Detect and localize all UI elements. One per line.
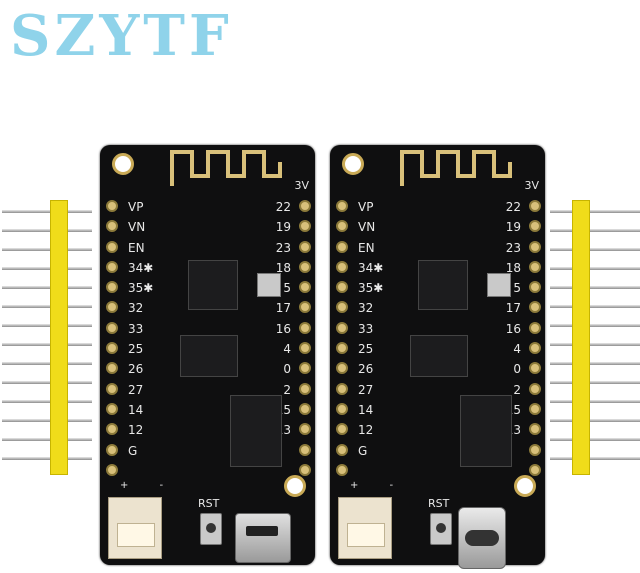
- header-pin: [2, 286, 92, 289]
- pin-pads-right: [529, 200, 541, 484]
- pcb-antenna-icon: [170, 150, 282, 186]
- battery-polarity-label: + -: [120, 480, 178, 491]
- pin-label-3v: 3V: [524, 179, 539, 192]
- reset-button: [200, 513, 222, 545]
- header-pin: [550, 343, 640, 346]
- battery-connector: [108, 497, 162, 559]
- header-pin: [2, 267, 92, 270]
- usb-c-port: [458, 507, 506, 569]
- pin-pads-left: [106, 200, 118, 484]
- header-pin: [550, 438, 640, 441]
- reset-label: RST: [198, 497, 220, 510]
- esp32-chip: [188, 260, 238, 310]
- header-pin: [550, 324, 640, 327]
- header-pin: [2, 362, 92, 365]
- header-pin: [2, 400, 92, 403]
- flash-chip: [410, 335, 468, 377]
- reset-label: RST: [428, 497, 450, 510]
- pin-label-3v: 3V: [294, 179, 309, 192]
- header-pin: [550, 419, 640, 422]
- pcb-antenna-icon: [400, 150, 512, 186]
- crystal-oscillator: [487, 273, 511, 297]
- pin-header-right: [550, 200, 640, 475]
- header-pin: [2, 343, 92, 346]
- pin-header-left: [2, 200, 92, 475]
- battery-connector: [338, 497, 392, 559]
- header-pin: [2, 438, 92, 441]
- reset-button: [430, 513, 452, 545]
- battery-polarity-label: + -: [350, 480, 408, 491]
- mounting-hole: [284, 475, 306, 497]
- mounting-hole: [514, 475, 536, 497]
- usb-uart-chip: [460, 395, 512, 467]
- header-pin: [2, 248, 92, 251]
- crystal-oscillator: [257, 273, 281, 297]
- header-pin: [2, 229, 92, 232]
- pin-pads-left: [336, 200, 348, 484]
- header-pin: [550, 248, 640, 251]
- header-pin: [2, 210, 92, 213]
- header-pin: [550, 210, 640, 213]
- brand-logo: SZYTF: [10, 3, 233, 69]
- header-pin: [2, 381, 92, 384]
- header-pin: [2, 457, 92, 460]
- pin-pads-right: [299, 200, 311, 484]
- esp32-chip: [418, 260, 468, 310]
- header-pin: [550, 267, 640, 270]
- header-pin: [550, 400, 640, 403]
- header-pin: [550, 362, 640, 365]
- header-pin: [550, 381, 640, 384]
- header-pin: [2, 305, 92, 308]
- header-plastic: [50, 200, 68, 475]
- header-pin: [550, 229, 640, 232]
- header-pin: [550, 457, 640, 460]
- header-pin: [550, 286, 640, 289]
- header-pin: [550, 305, 640, 308]
- header-plastic: [572, 200, 590, 475]
- header-pin: [2, 324, 92, 327]
- header-pin: [2, 419, 92, 422]
- usb-uart-chip: [230, 395, 282, 467]
- mounting-hole: [112, 153, 134, 175]
- mounting-hole: [342, 153, 364, 175]
- micro-usb-port: [235, 513, 291, 563]
- flash-chip: [180, 335, 238, 377]
